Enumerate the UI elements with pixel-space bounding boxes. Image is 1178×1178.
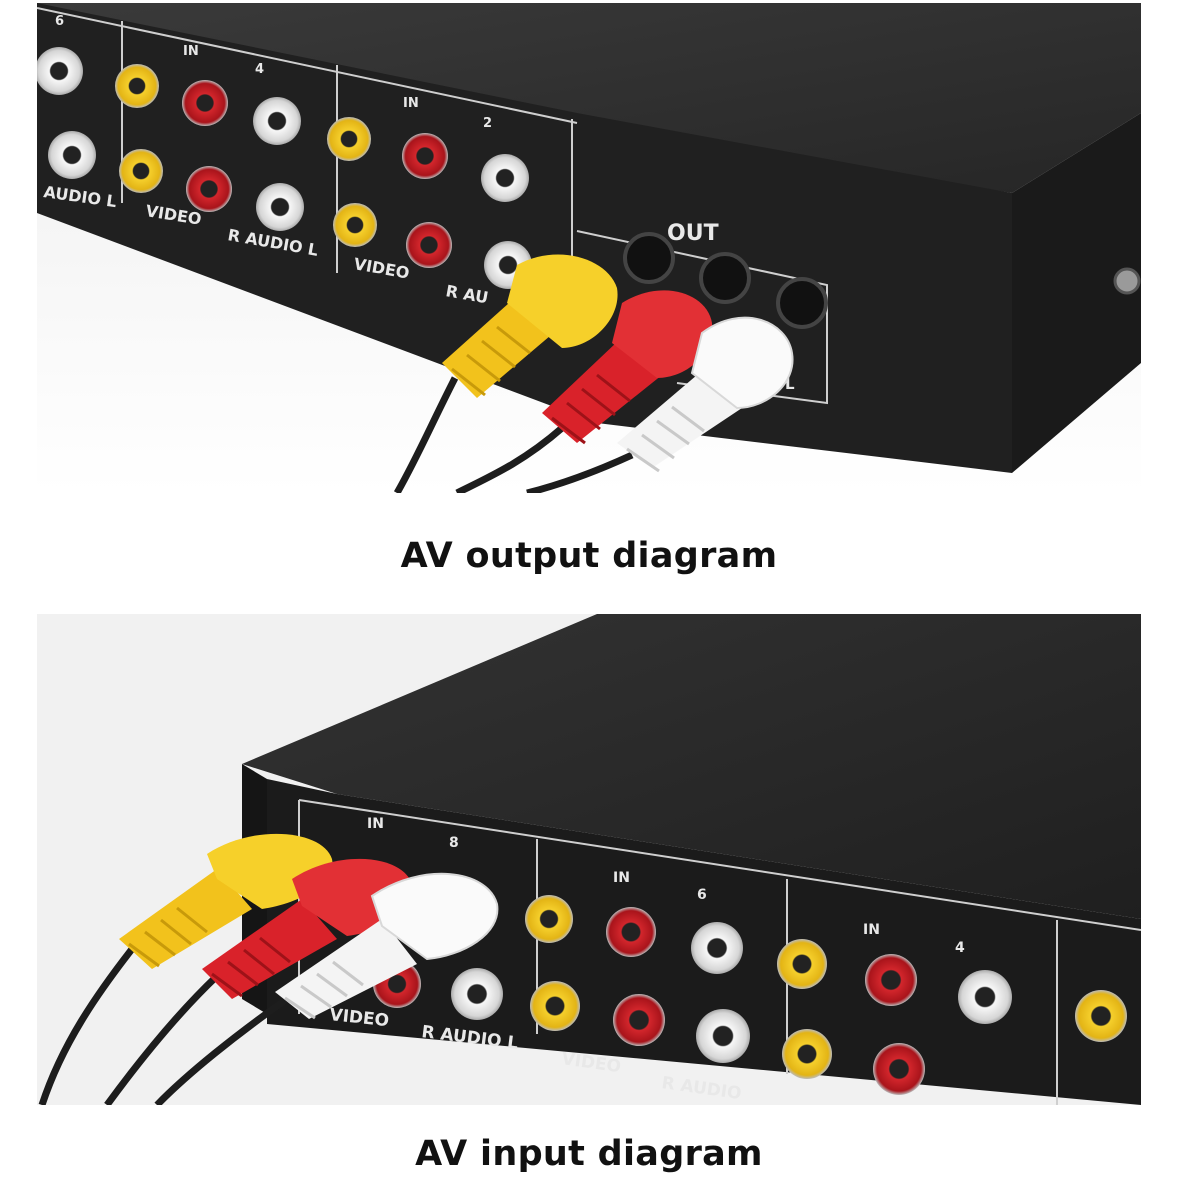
av-input-illustration: IN 8 IN 6 IN 4 VIDEO R AUDIO L VIDEO R A…: [37, 614, 1141, 1105]
cables: [393, 376, 634, 493]
av-input-photo: IN 8 IN 6 IN 4 VIDEO R AUDIO L VIDEO R A…: [37, 614, 1141, 1105]
label-num-6: 6: [697, 887, 707, 903]
av-output-photo: 6 IN 4 IN 2 AUDIO L VIDEO R AUDIO L VIDE…: [37, 3, 1141, 493]
label-in-2: IN: [613, 870, 630, 886]
label-num-6: 6: [55, 14, 64, 29]
label-num-8: 8: [449, 835, 459, 851]
label-out: OUT: [667, 221, 719, 246]
label-num-4: 4: [955, 940, 965, 956]
av-output-illustration: 6 IN 4 IN 2 AUDIO L VIDEO R AUDIO L VIDE…: [37, 3, 1141, 493]
yellow-rca-plug: [442, 254, 618, 398]
label-num-2: 2: [483, 116, 492, 131]
out-jack-video: [623, 232, 675, 284]
label-in-2: IN: [403, 96, 419, 111]
red-rca-plug: [542, 290, 713, 445]
label-in: IN: [367, 816, 384, 832]
chassis-top: [37, 3, 1141, 193]
cables: [38, 946, 290, 1105]
white-rca-plug: [275, 872, 499, 1020]
label-l: L: [785, 375, 795, 393]
out-jack-audio-l: [776, 277, 828, 329]
jack-grid: [373, 895, 1127, 1095]
chassis-side: [1012, 113, 1141, 473]
label-num-4: 4: [255, 62, 264, 77]
screw-icon: [1113, 267, 1141, 295]
out-jack-audio-r: [699, 252, 751, 304]
label-in-3: IN: [863, 922, 880, 938]
jack-grid: [37, 47, 532, 289]
white-rca-plug: [617, 316, 794, 473]
caption-av-output: AV output diagram: [400, 536, 778, 576]
caption-av-input: AV input diagram: [415, 1134, 763, 1174]
chassis-top: [242, 614, 1141, 919]
label-in: IN: [183, 44, 199, 59]
